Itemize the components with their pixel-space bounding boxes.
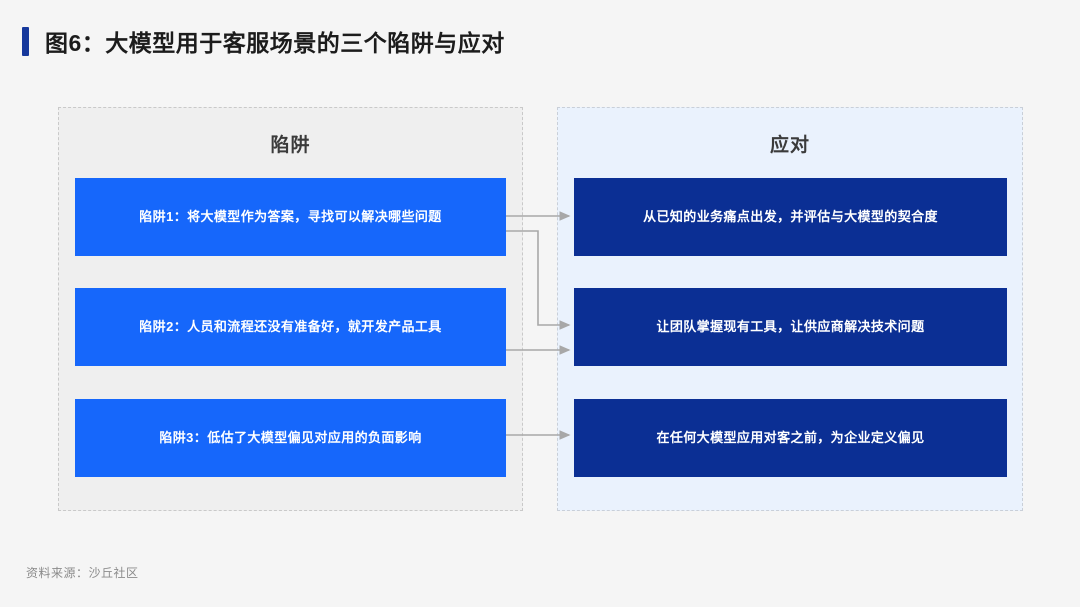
response-card-1[interactable]: 从已知的业务痛点出发，并评估与大模型的契合度 bbox=[574, 178, 1007, 256]
pitfall-card-1[interactable]: 陷阱1：将大模型作为答案，寻找可以解决哪些问题 bbox=[75, 178, 506, 256]
pitfall-card-1-label: 陷阱1：将大模型作为答案，寻找可以解决哪些问题 bbox=[139, 208, 442, 224]
pitfalls-header-label: 陷阱 bbox=[270, 134, 311, 156]
page-title-row: 图6：大模型用于客服场景的三个陷阱与应对 bbox=[22, 24, 505, 58]
responses-header-label: 应对 bbox=[769, 134, 810, 156]
pitfall-card-2-label: 陷阱2：人员和流程还没有准备好，就开发产品工具 bbox=[139, 318, 442, 334]
responses-column-header: 应对 bbox=[558, 108, 1022, 178]
response-card-3[interactable]: 在任何大模型应用对客之前，为企业定义偏见 bbox=[574, 399, 1007, 477]
response-card-3-label: 在任何大模型应用对客之前，为企业定义偏见 bbox=[656, 429, 925, 445]
pitfalls-column-header: 陷阱 bbox=[59, 108, 522, 178]
pitfall-card-3[interactable]: 陷阱3：低估了大模型偏见对应用的负面影响 bbox=[75, 399, 506, 477]
response-card-2[interactable]: 让团队掌握现有工具，让供应商解决技术问题 bbox=[574, 288, 1007, 366]
title-accent-bar bbox=[22, 26, 29, 56]
response-card-1-label: 从已知的业务痛点出发，并评估与大模型的契合度 bbox=[643, 208, 938, 224]
page-title: 图6：大模型用于客服场景的三个陷阱与应对 bbox=[45, 30, 505, 56]
source-note: 资料来源：沙丘社区 bbox=[26, 566, 139, 580]
responses-column: 应对 从已知的业务痛点出发，并评估与大模型的契合度 让团队掌握现有工具，让供应商… bbox=[557, 107, 1023, 511]
pitfall-card-3-label: 陷阱3：低估了大模型偏见对应用的负面影响 bbox=[159, 429, 422, 445]
pitfall-card-2[interactable]: 陷阱2：人员和流程还没有准备好，就开发产品工具 bbox=[75, 288, 506, 366]
response-card-2-label: 让团队掌握现有工具，让供应商解决技术问题 bbox=[656, 318, 925, 334]
pitfalls-column: 陷阱 陷阱1：将大模型作为答案，寻找可以解决哪些问题 陷阱2：人员和流程还没有准… bbox=[58, 107, 523, 511]
